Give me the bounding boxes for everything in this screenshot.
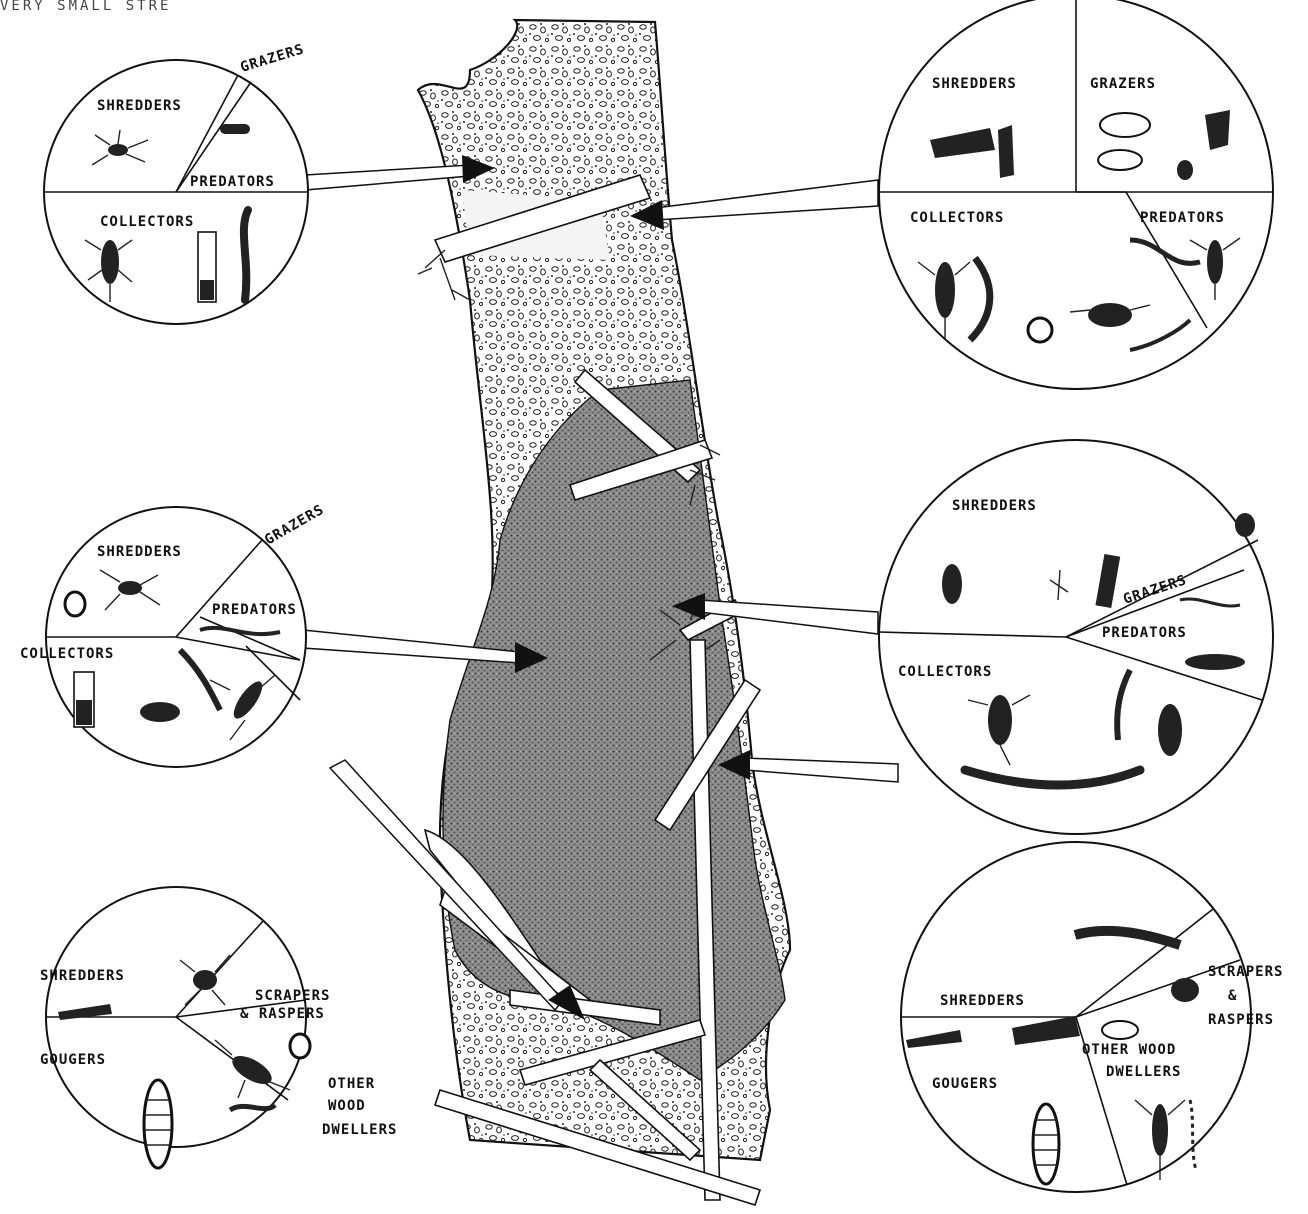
panel-mid-right: SHREDDERS GRAZERS PREDATORS COLLECTORS: [879, 440, 1273, 834]
label-raspers: RASPERS: [1208, 1012, 1274, 1028]
label-ampersand: &: [1228, 988, 1237, 1004]
panel-bottom-right: SHREDDERS SCRAPERS & RASPERS OTHER WOOD …: [901, 842, 1283, 1192]
label-scrapers: SCRAPERS: [255, 988, 330, 1004]
label-shredders: SHREDDERS: [932, 76, 1017, 92]
label-dwellers: DWELLERS: [1106, 1064, 1181, 1080]
label-collectors: COLLECTORS: [910, 210, 1004, 226]
panel-mid-left: SHREDDERS GRAZERS PREDATORS COLLECTORS: [20, 502, 327, 767]
label-collectors: COLLECTORS: [898, 664, 992, 680]
label-shredders: SHREDDERS: [952, 498, 1037, 514]
label-shredders: SHREDDERS: [40, 968, 125, 984]
label-other-wood: OTHER WOOD: [1082, 1042, 1176, 1058]
label-predators: PREDATORS: [190, 174, 275, 190]
label-raspers: & RASPERS: [240, 1006, 325, 1022]
label-predators: PREDATORS: [1102, 625, 1187, 641]
panel-top-left: SHREDDERS GRAZERS PREDATORS COLLECTORS: [44, 41, 308, 324]
grazer-larva-icon: [220, 124, 250, 134]
label-grazers: GRAZERS: [1090, 76, 1156, 92]
caption-text: VERY SMALL STRE: [0, 0, 171, 14]
collector-worm-icon: [244, 210, 248, 300]
label-gougers: GOUGERS: [40, 1052, 106, 1068]
panel-top-right: SHREDDERS GRAZERS COLLECTORS PREDATORS: [879, 0, 1273, 389]
arrow-bottom-right: [718, 750, 898, 782]
scraper-shell-icon: [290, 1034, 310, 1058]
label-predators: PREDATORS: [212, 602, 297, 618]
label-gougers: GOUGERS: [932, 1076, 998, 1092]
label-wood: WOOD: [328, 1098, 366, 1114]
label-collectors: COLLECTORS: [20, 646, 114, 662]
collector-case-icon: [198, 232, 216, 302]
gouger-larva-icon: [1033, 1104, 1059, 1184]
label-other: OTHER: [328, 1076, 375, 1092]
label-shredders: SHREDDERS: [97, 98, 182, 114]
label-grazers: GRAZERS: [238, 41, 306, 76]
label-scrapers: SCRAPERS: [1208, 964, 1283, 980]
label-dwellers: DWELLERS: [322, 1122, 397, 1138]
panel-bottom-left: SHREDDERS SCRAPERS & RASPERS GOUGERS OTH…: [40, 887, 397, 1168]
label-collectors: COLLECTORS: [100, 214, 194, 230]
label-predators: PREDATORS: [1140, 210, 1225, 226]
label-shredders: SHREDDERS: [940, 993, 1025, 1009]
label-shredders: SHREDDERS: [97, 544, 182, 560]
label-grazers: GRAZERS: [262, 502, 327, 549]
gouger-larva-icon: [144, 1080, 172, 1168]
